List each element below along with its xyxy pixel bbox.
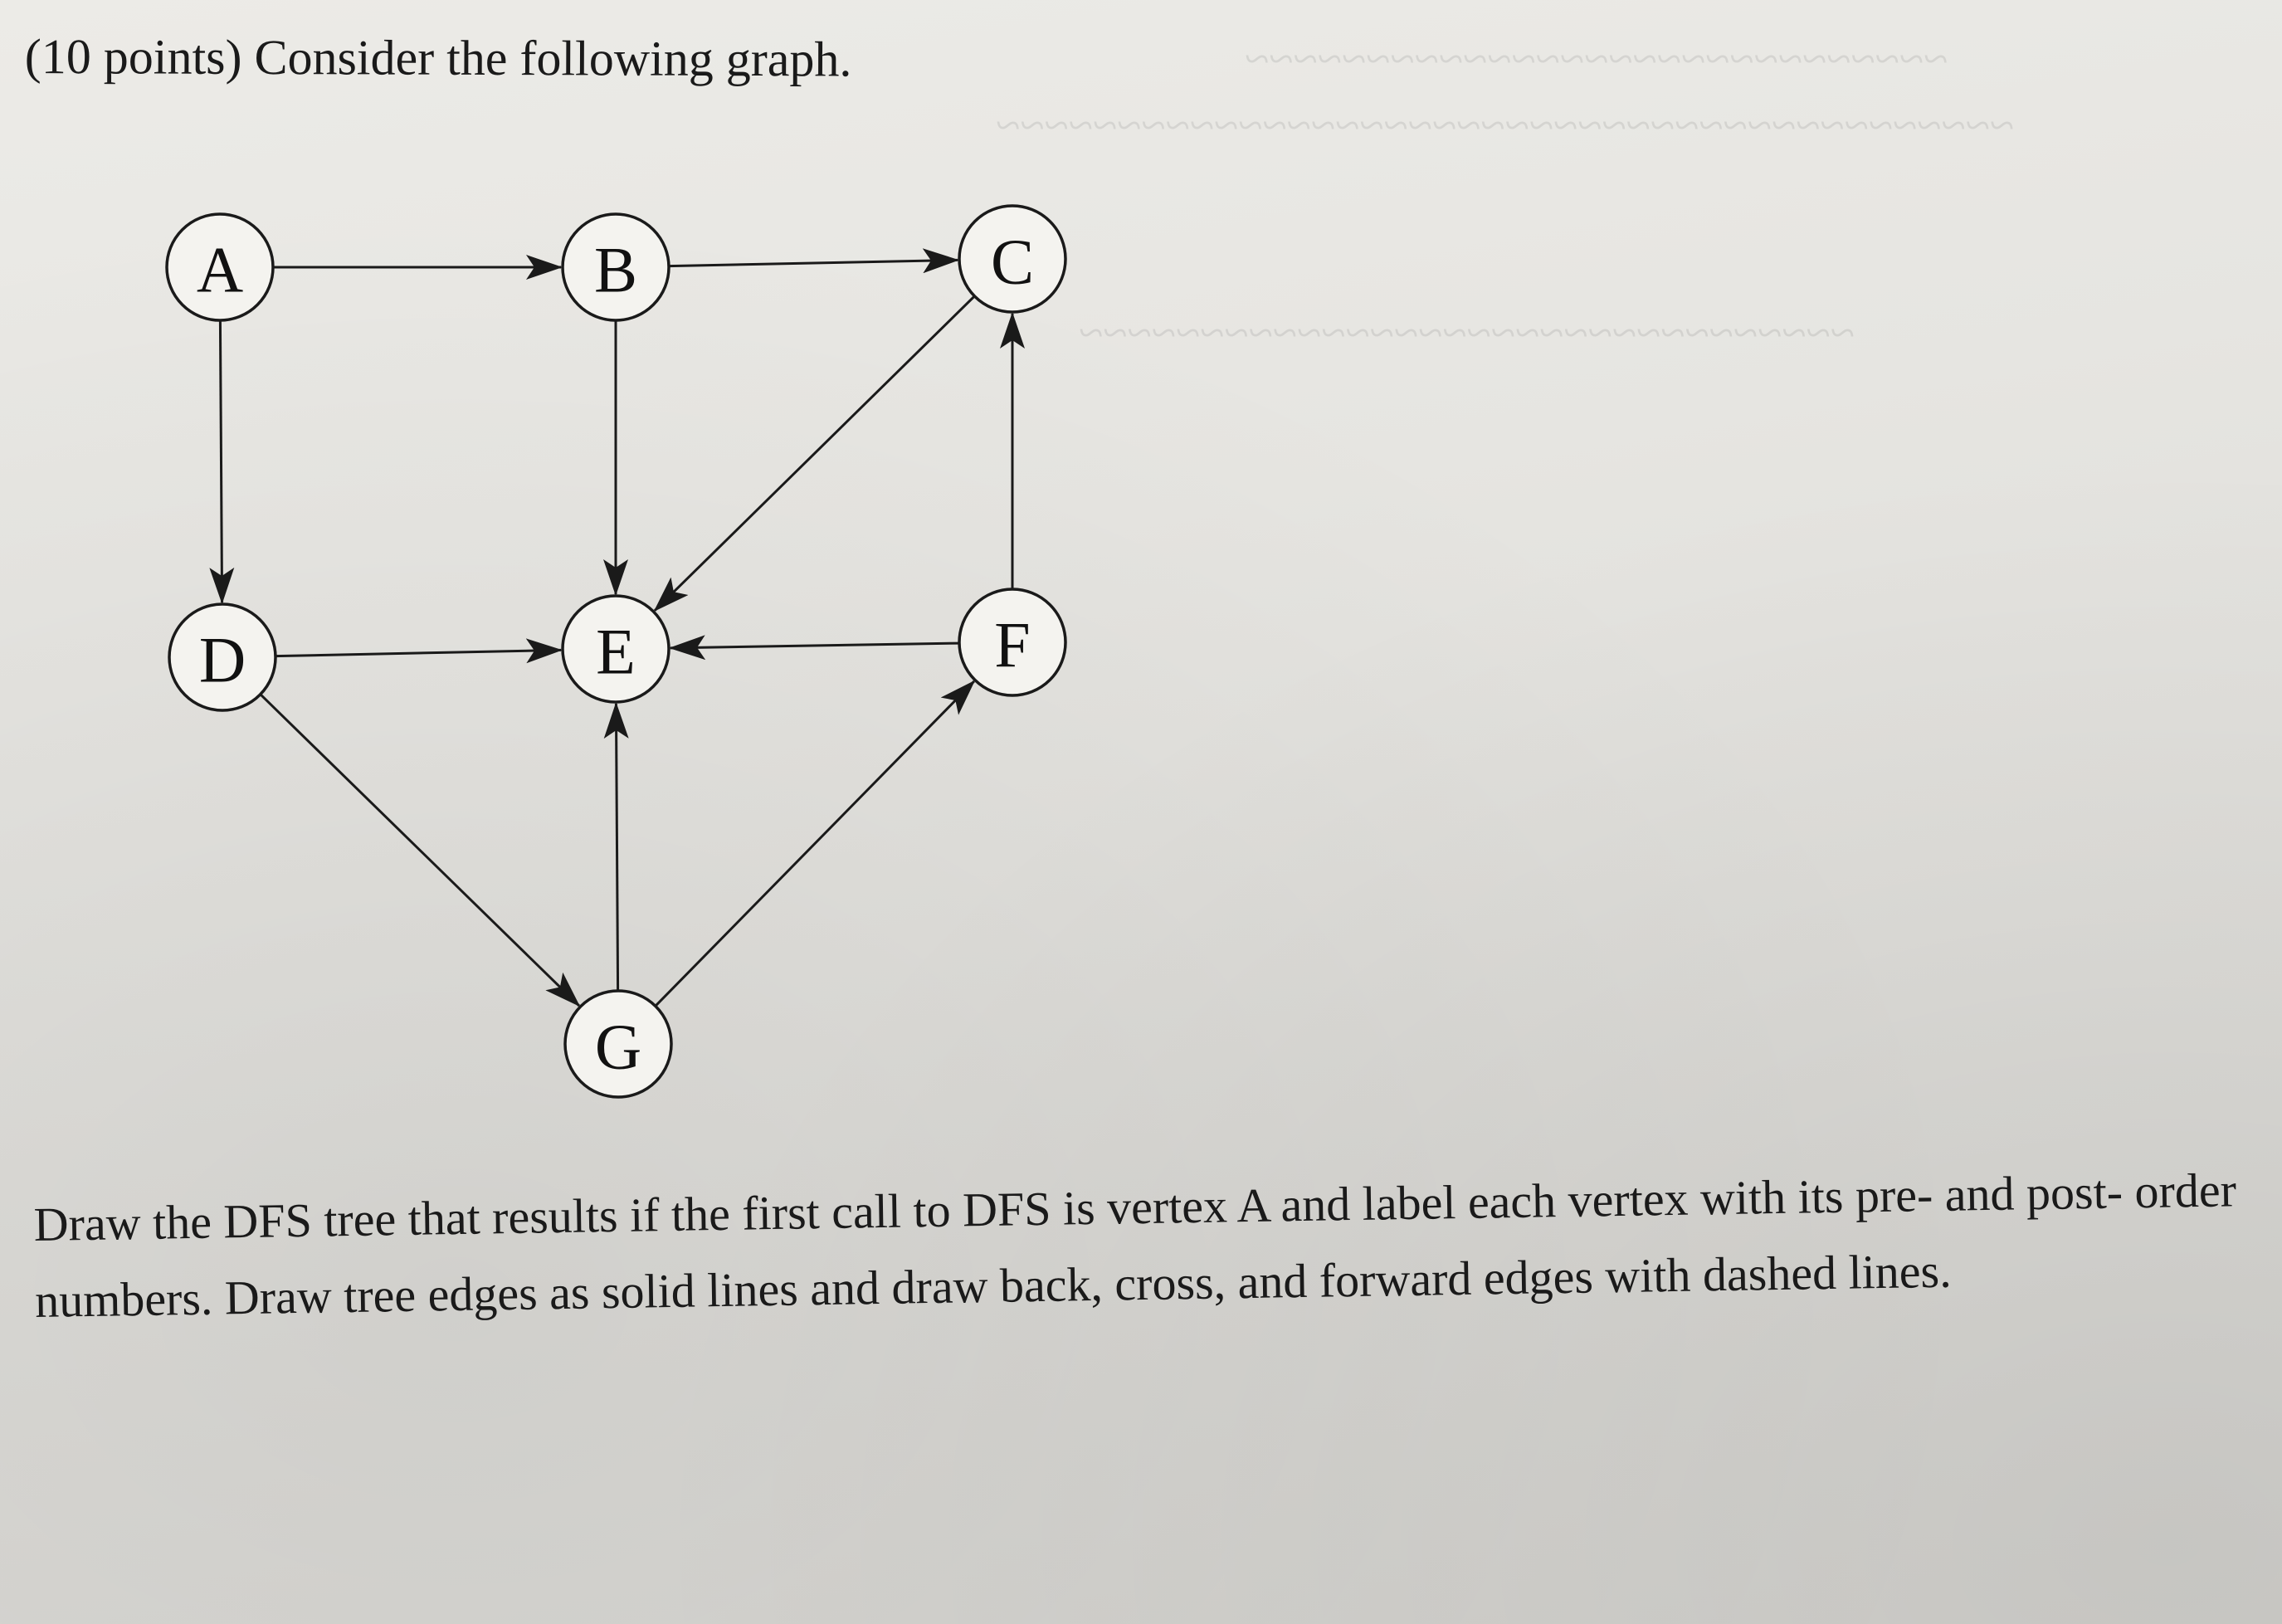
vertex-label: C: [991, 226, 1034, 298]
vertex-e: E: [561, 594, 670, 704]
edge-line: [668, 635, 960, 661]
directed-graph-diagram: A B C D E F G: [165, 204, 1067, 1099]
edge-g-e: [603, 701, 629, 992]
vertex-label: D: [199, 624, 246, 696]
vertex-b: B: [561, 212, 670, 322]
vertex-circle: [561, 594, 670, 704]
edge-line: [654, 680, 976, 1007]
vertex-f: F: [958, 588, 1067, 697]
bleed-through-decoration: ~~~~~~~~~~~~~~~~~~~~~~~~~~~~~: [1245, 34, 1948, 84]
vertex-circle: [168, 602, 277, 712]
edge-a-d: [209, 319, 235, 605]
edge-d-g: [259, 693, 581, 1007]
edge-c-e: [653, 295, 976, 612]
edge-d-e: [275, 638, 563, 664]
vertex-c: C: [958, 204, 1067, 314]
edge-line: [275, 638, 563, 664]
nodes-layer: A B C D E F G: [165, 204, 1067, 1099]
vertex-circle: [958, 588, 1067, 697]
vertex-a: A: [165, 212, 275, 322]
vertex-g: G: [563, 989, 673, 1099]
vertex-circle: [165, 212, 275, 322]
instructions: Draw the DFS tree that results if the fi…: [33, 1152, 2243, 1339]
vertex-circle: [563, 989, 673, 1099]
vertex-circle: [958, 204, 1067, 314]
edge-f-e: [668, 635, 960, 661]
edges-layer: [209, 248, 1025, 1007]
edge-line: [603, 701, 629, 992]
edge-line: [209, 319, 235, 605]
vertex-label: G: [595, 1011, 641, 1083]
bleed-through-decoration: ~~~~~~~~~~~~~~~~~~~~~~~~~~~~~~~~: [1079, 308, 1855, 358]
edge-line: [668, 248, 960, 274]
edge-b-c: [668, 248, 960, 274]
vertex-label: E: [596, 616, 636, 688]
vertex-circle: [561, 212, 670, 322]
vertex-label: F: [994, 609, 1030, 681]
edge-line: [259, 693, 581, 1007]
vertex-label: A: [197, 234, 243, 306]
edge-g-f: [654, 680, 976, 1007]
edge-line: [653, 295, 976, 612]
instructions-text: Draw the DFS tree that results if the fi…: [33, 1163, 2237, 1328]
vertex-label: B: [594, 234, 637, 306]
vertex-d: D: [168, 602, 277, 712]
